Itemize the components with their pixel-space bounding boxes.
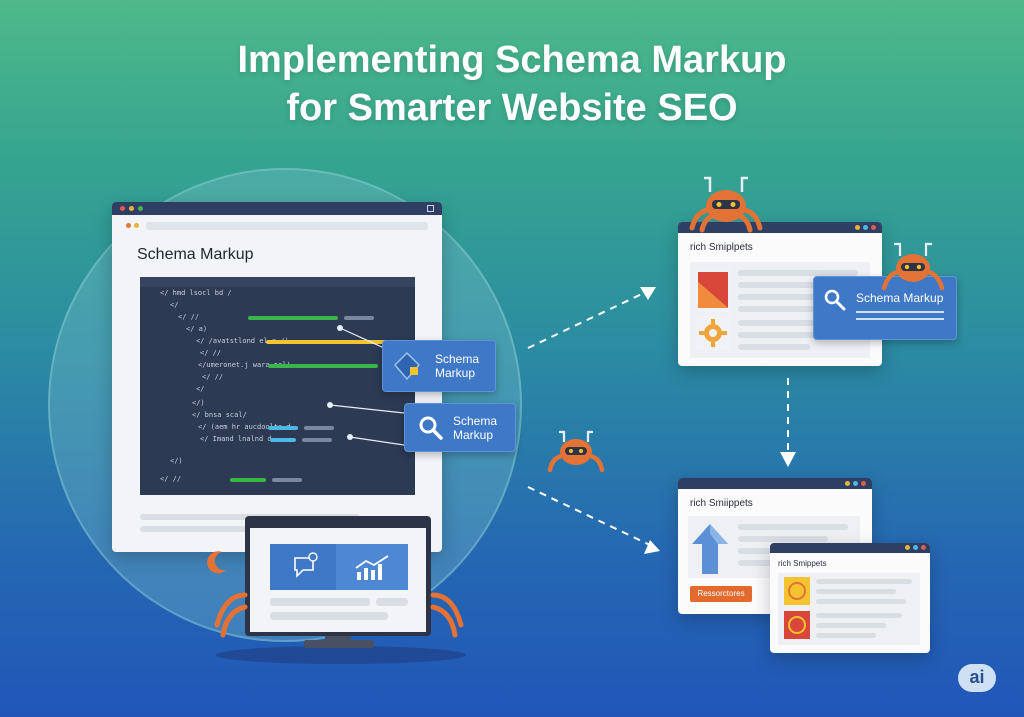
code-placeholder — [302, 438, 332, 442]
code-line: </ hmd lsocl bd / — [160, 289, 232, 297]
search-icon — [419, 416, 443, 440]
address-bar[interactable] — [146, 222, 428, 230]
code-line: </ /avatstlond el.a /) — [196, 337, 289, 345]
code-line: </ — [196, 385, 205, 393]
code-line: </ (aem hr aucdoolts d. — [198, 423, 295, 431]
title-line-2: for Smarter Website SEO — [286, 87, 738, 129]
tag-1-line-1: Schema — [435, 352, 480, 366]
ai-badge: ai — [958, 664, 996, 692]
snippet-small-title: rich Smippets — [778, 559, 827, 568]
monitor-base — [216, 646, 466, 664]
code-line: </) — [170, 457, 183, 465]
code-highlight — [268, 364, 378, 368]
monitor-card-chart — [336, 544, 408, 590]
code-line: </ Imand lnalnd d. — [200, 435, 276, 443]
code-line: </umeronet.j wara nol) — [198, 361, 291, 369]
spider-bot-icon — [689, 176, 763, 233]
spider-bot-icon — [881, 242, 945, 291]
tab-dot-icon — [126, 223, 131, 228]
schema-markup-tag-1[interactable]: Schema Markup — [382, 340, 496, 392]
tag-2-line-2: Markup — [453, 428, 494, 442]
minimize-dot-icon — [129, 206, 134, 211]
code-highlight — [268, 426, 298, 430]
code-line: </ bnsa scal/ — [192, 411, 247, 419]
placeholder-line — [140, 526, 280, 532]
browser-heading: Schema Markup — [137, 246, 254, 263]
code-line: </) — [192, 399, 205, 407]
code-highlight — [270, 438, 296, 442]
tag-1-line-2: Markup — [435, 366, 476, 380]
tag-3-label: Schema Markup — [856, 291, 944, 305]
red-gem-icon — [696, 268, 730, 312]
growth-chart-icon — [355, 555, 389, 580]
close-dot-icon — [120, 206, 125, 211]
spider-bot-icon — [547, 430, 605, 473]
resources-button[interactable]: Ressorctores — [690, 586, 752, 602]
code-highlight — [230, 478, 266, 482]
code-line: </ // — [178, 313, 200, 321]
title-line-1: Implementing Schema Markup — [237, 39, 787, 81]
upload-arrow-icon — [692, 524, 728, 574]
code-highlight — [266, 340, 406, 344]
monitor-stand — [304, 640, 374, 648]
red-circle-icon — [784, 611, 810, 639]
yellow-circle-icon — [784, 577, 810, 605]
schema-markup-tag-2[interactable]: Schema Markup — [404, 403, 516, 452]
code-line: </ — [170, 301, 179, 309]
code-placeholder — [272, 478, 302, 482]
tab-dot-icon — [134, 223, 139, 228]
gear-icon — [696, 316, 730, 350]
page-title: Implementing Schema Markup for Smarter W… — [0, 36, 1024, 132]
code-line: </ a) — [186, 325, 208, 333]
search-icon — [824, 289, 846, 311]
code-editor: </ hmd lsocl bd / </ </ // </ a) </ /avatstl… — [140, 277, 442, 495]
spider-legs-icon — [214, 592, 464, 638]
snippet-mid-title: rich Smiippets — [690, 498, 753, 509]
snippet-top-title: rich Smiplpets — [690, 242, 753, 253]
rich-snippets-card-small: rich Smippets — [770, 543, 930, 653]
code-line: </ // — [202, 373, 224, 381]
schema-diamond-icon — [393, 351, 421, 381]
monitor-card-chat — [270, 544, 336, 590]
code-line: </ // — [160, 475, 182, 483]
browser-titlebar — [112, 202, 442, 215]
maximize-dot-icon — [138, 206, 143, 211]
editor-header — [140, 277, 415, 287]
window-control-icon — [427, 205, 434, 212]
code-highlight — [248, 316, 338, 320]
crescent-icon — [207, 551, 226, 574]
code-placeholder — [344, 316, 374, 320]
code-placeholder — [304, 426, 334, 430]
tag-2-line-1: Schema — [453, 414, 498, 428]
monitor — [245, 516, 431, 648]
chat-bubble-icon — [294, 552, 318, 578]
code-line: </ // — [200, 349, 222, 357]
